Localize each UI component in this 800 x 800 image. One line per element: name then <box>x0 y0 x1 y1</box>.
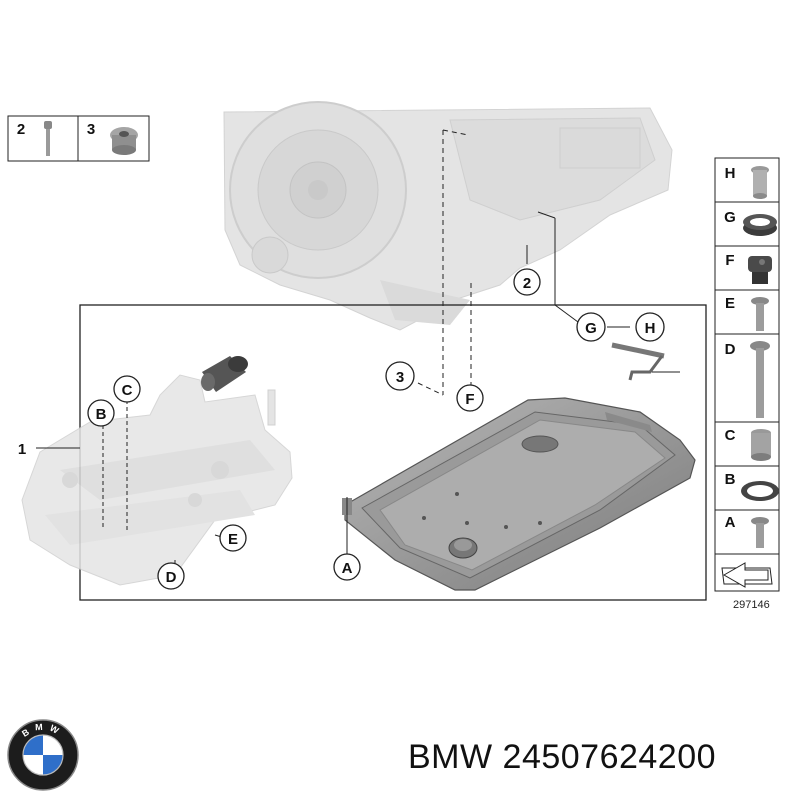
callout-circles <box>87 268 665 590</box>
sleeve-icon <box>751 166 769 199</box>
side-legend-box <box>714 157 780 592</box>
callout-1-label: 1 <box>18 441 26 458</box>
callout-a-label: A <box>342 560 353 577</box>
side-legend-label-d: D <box>725 341 736 358</box>
callout-h-label: H <box>645 320 656 337</box>
callout-d-label: D <box>166 569 177 586</box>
o-ring-icon <box>741 481 779 501</box>
long-bolt-icon <box>750 341 770 418</box>
callout-b-label: B <box>96 406 107 423</box>
callout-3-label: 3 <box>396 369 404 386</box>
side-legend-label-c: C <box>725 427 736 444</box>
adapter-icon <box>751 429 771 461</box>
plug-icon <box>110 127 138 155</box>
side-legend-label-h: H <box>725 165 736 182</box>
valve-body <box>21 374 293 586</box>
rubber-connector <box>201 356 248 392</box>
side-legend-label-a: A <box>725 514 736 531</box>
arrow-icon <box>721 562 773 588</box>
bmw-logo: BMW <box>7 719 79 791</box>
oil-pan <box>342 397 696 591</box>
side-legend-label-f: F <box>725 252 734 269</box>
filler-tube <box>611 342 680 381</box>
connector-icon <box>748 256 772 284</box>
transmission-housing <box>223 101 673 331</box>
bolt-icon <box>44 121 52 156</box>
top-legend-label-3: 3 <box>87 121 95 138</box>
callout-c-label: C <box>122 382 133 399</box>
side-legend-label-b: B <box>725 471 736 488</box>
parts-diagram-drawing: 1 2 3 F G H C B E D A 2 3 H G F E D C B … <box>7 101 780 601</box>
leader-lines <box>36 129 630 570</box>
screw-icon <box>751 517 769 548</box>
parts-diagram: 1 2 3 F G H C B E D A 2 3 H G F E D C B … <box>7 101 780 601</box>
diagram-reference-number: 297146 <box>733 599 770 611</box>
brand-part-number: BMW 24507624200 <box>408 738 717 776</box>
top-legend-label-2: 2 <box>17 121 25 138</box>
callout-e-label: E <box>228 531 238 548</box>
callout-g-label: G <box>585 320 597 337</box>
top-legend-box <box>7 115 150 162</box>
callout-f-label: F <box>465 391 474 408</box>
callout-2-label: 2 <box>523 275 531 292</box>
short-bolt-icon <box>751 297 769 331</box>
side-legend-label-g: G <box>724 209 736 226</box>
side-legend-label-e: E <box>725 295 735 312</box>
seal-ring-icon <box>743 214 777 236</box>
